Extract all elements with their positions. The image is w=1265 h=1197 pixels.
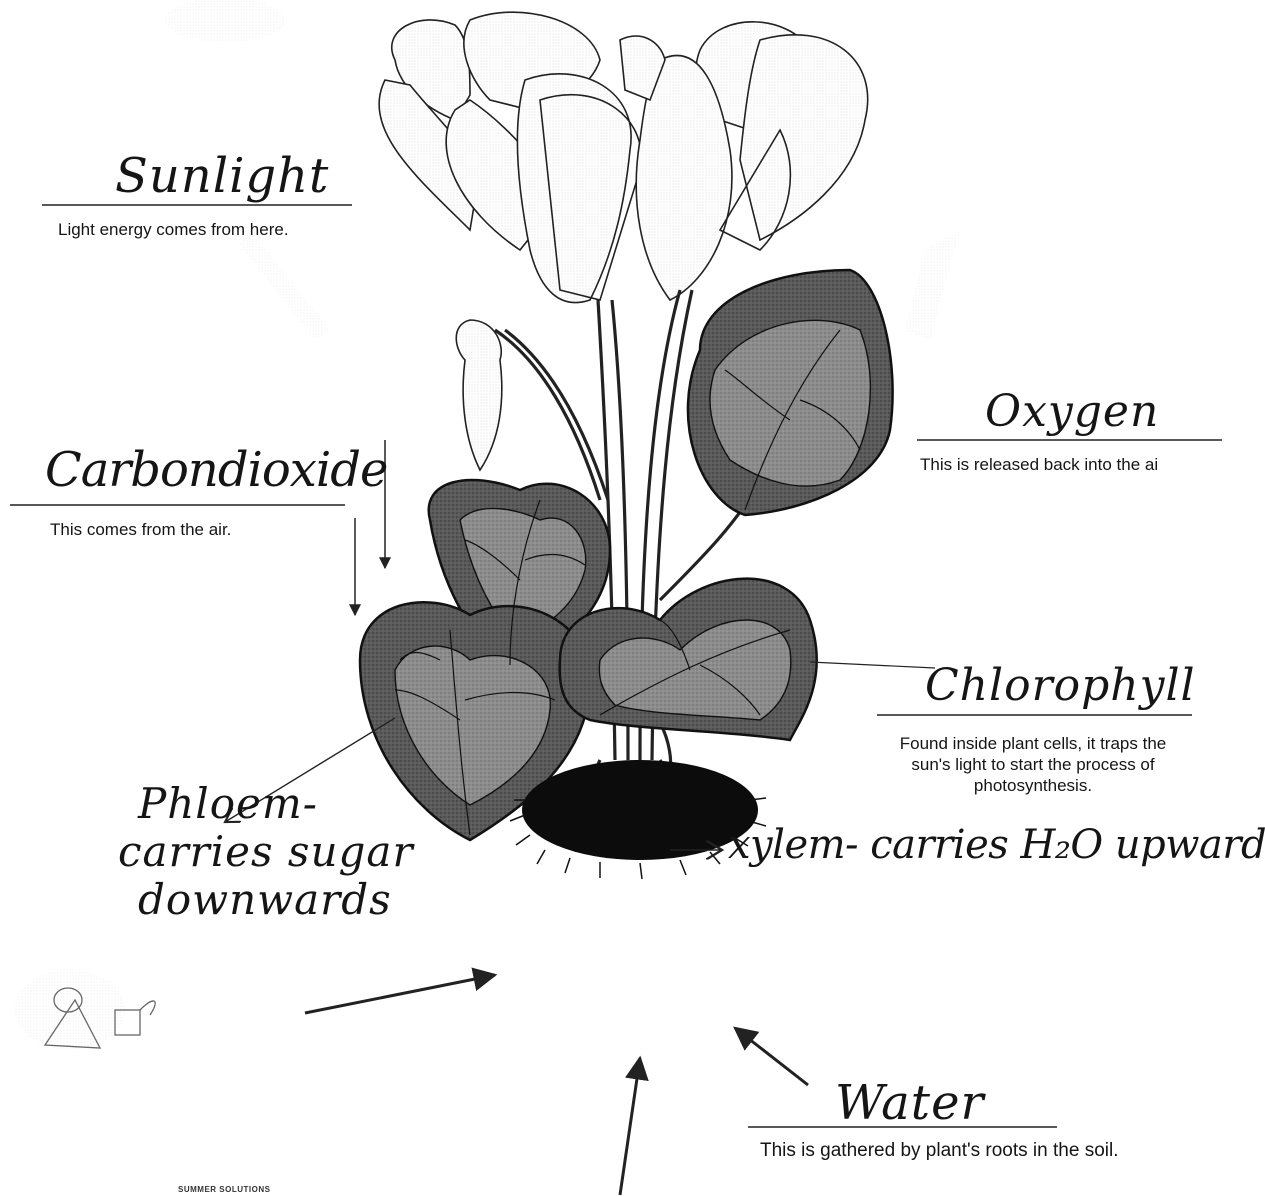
water-description: This is gathered by plant's roots in the… <box>760 1140 1118 1162</box>
water-arrow-bottom <box>620 1058 640 1195</box>
water-term: Water <box>835 1075 984 1131</box>
phloem-note-line: Phloem- <box>118 780 414 828</box>
chlorophyll-description-line: photosynthesis. <box>838 775 1228 796</box>
carbon-dioxide-term: Carbondioxide <box>45 442 387 498</box>
chlorophyll-pointer <box>810 662 935 668</box>
sunlight-term: Sunlight <box>115 148 329 204</box>
water-arrow-right <box>735 1028 808 1085</box>
oxygen-description: This is released back into the ai <box>920 455 1158 475</box>
oxygen-term: Oxygen <box>985 386 1159 437</box>
xylem-note: xylem- carries H₂O upwards <box>728 822 1265 868</box>
phloem-note-line: carries sugar <box>118 828 414 876</box>
phloem-note-line: downwards <box>118 876 414 924</box>
phloem-note: Phloem- carries sugar downwards <box>118 780 414 924</box>
flower-bud <box>456 320 502 470</box>
chlorophyll-description-line: sun's light to start the process of <box>838 754 1228 775</box>
water-arrow-left <box>305 975 495 1013</box>
chlorophyll-description-line: Found inside plant cells, it traps the <box>838 733 1228 754</box>
carbon-dioxide-description: This comes from the air. <box>50 520 231 540</box>
chlorophyll-term: Chlorophyll <box>925 660 1196 711</box>
sunlight-description: Light energy comes from here. <box>58 220 289 240</box>
chlorophyll-description: Found inside plant cells, it traps the s… <box>838 733 1228 796</box>
logo-caption: SUMMER SOLUTIONS <box>178 1185 270 1194</box>
flower-petals <box>379 12 868 302</box>
